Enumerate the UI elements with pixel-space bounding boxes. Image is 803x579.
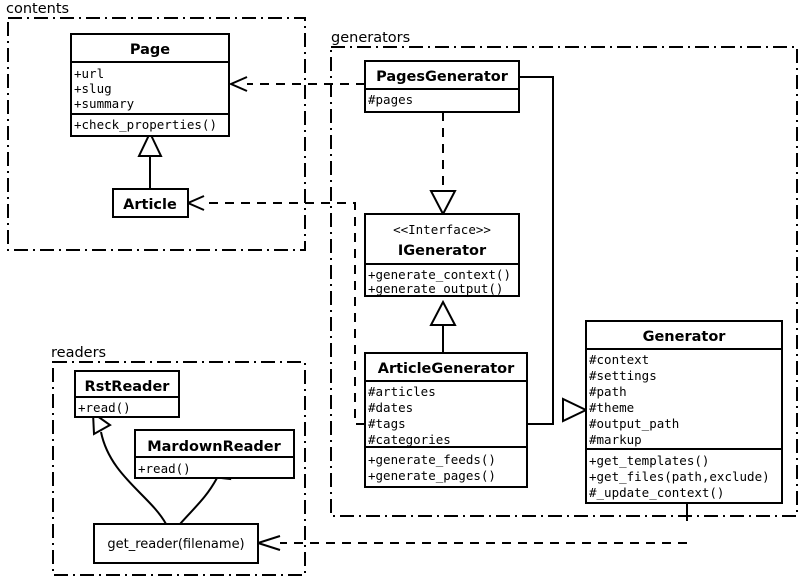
package-generators: generators (330, 30, 798, 517)
class-rst-reader[interactable]: RstReader +read() (74, 370, 180, 418)
class-pages-generator-name: PagesGenerator (376, 69, 509, 85)
class-article-generator-attribute: #articles (368, 384, 436, 399)
edge-generator-to-getreader (254, 503, 688, 551)
class-article-box (112, 188, 189, 218)
class-pages-generator-box (364, 60, 520, 113)
class-generator-method: +get_templates() (589, 453, 709, 468)
class-igenerator[interactable]: <<Interface>> IGenerator +generate_conte… (364, 213, 520, 297)
class-article-generator-method: +generate_feeds() (368, 452, 496, 467)
edge-gen-getreader-arrowhead (254, 535, 281, 551)
class-mardown-reader[interactable]: MardownReader +read() (134, 429, 295, 479)
edge-articlegenerator-to-article (185, 195, 365, 425)
edge-ag-ig-arrowhead (429, 299, 457, 326)
edge-generators-to-generator (519, 76, 589, 425)
function-get-reader[interactable]: get_reader(filename) (93, 523, 259, 564)
edge-pg-page-arrowhead (228, 76, 248, 92)
edge-getreader-md-curve (179, 477, 218, 525)
class-mardown-reader-method: +read() (138, 461, 191, 476)
class-generator[interactable]: Generator #context #settings #path #them… (585, 320, 783, 504)
edge-pg-ig-arrowhead (429, 190, 457, 217)
package-contents-label: contents (6, 1, 69, 17)
edge-ag-article-line (204, 202, 365, 425)
class-rst-reader-name: RstReader (85, 379, 171, 395)
class-pages-generator-attribute: #pages (368, 92, 413, 107)
class-article[interactable]: Article (112, 188, 189, 218)
class-page-attribute: +url (74, 66, 104, 81)
class-mardown-reader-name: MardownReader (147, 439, 281, 455)
class-article-generator-name: ArticleGenerator (378, 361, 515, 377)
class-generator-attribute: #path (589, 384, 627, 399)
class-generator-attribute: #settings (589, 368, 657, 383)
class-page-attribute: +slug (74, 81, 112, 96)
package-contents: contents (6, 1, 306, 251)
edge-pg-gen-line (519, 76, 554, 410)
class-rst-reader-method: +read() (78, 400, 131, 415)
edge-pagesgenerator-to-igenerator (429, 112, 457, 217)
class-pages-generator[interactable]: PagesGenerator #pages (364, 60, 520, 113)
package-readers-border (52, 361, 306, 576)
class-rst-reader-box (74, 370, 180, 418)
edge-getreader-to-rstreader (91, 411, 167, 525)
edge-getreader-rst-arrowhead (91, 411, 112, 436)
edge-ag-gen-line (527, 410, 554, 425)
class-article-generator-attribute: #categories (368, 432, 451, 447)
class-page-name: Page (130, 42, 170, 58)
class-igenerator-name: IGenerator (398, 243, 487, 259)
class-page-attribute: +summary (74, 96, 135, 111)
package-readers-label: readers (51, 345, 106, 361)
edge-pagesgenerator-to-page (228, 76, 365, 92)
class-generator-method: +get_files(path,exclude) (589, 469, 770, 484)
class-generator-attribute: #output_path (589, 416, 679, 431)
class-page-box (70, 33, 230, 137)
edge-generator-arrowhead (562, 397, 589, 423)
class-generator-attribute: #markup (589, 432, 642, 447)
class-generator-name: Generator (643, 329, 727, 345)
class-article-name: Article (123, 197, 177, 213)
function-get-reader-label: get_reader(filename) (107, 537, 244, 552)
class-generator-attribute: #context (589, 352, 649, 367)
edge-article-to-page (137, 130, 163, 189)
class-article-generator-attribute: #tags (368, 416, 406, 431)
package-generators-label: generators (331, 30, 410, 46)
function-get-reader-box (93, 523, 259, 564)
class-article-generator[interactable]: ArticleGenerator #articles #dates #tags … (364, 352, 528, 488)
edge-articlegenerator-to-igenerator (429, 299, 457, 353)
class-generator-box (585, 320, 783, 504)
package-readers: readers (51, 345, 306, 576)
class-article-generator-box (364, 352, 528, 488)
class-article-generator-method: +generate_pages() (368, 468, 496, 483)
class-igenerator-method: +generate_output() (368, 281, 503, 296)
class-article-generator-attribute: #dates (368, 400, 413, 415)
edge-ag-article-arrowhead (185, 195, 205, 211)
package-contents-border (7, 17, 306, 251)
class-igenerator-box (364, 213, 520, 297)
class-page[interactable]: Page +url +slug +summary +check_properti… (70, 33, 230, 137)
class-mardown-reader-box (134, 429, 295, 479)
class-generator-attribute: #theme (589, 400, 634, 415)
class-generator-method: #_update_context() (589, 485, 724, 500)
edge-article-page-arrowhead (137, 130, 163, 157)
class-page-method: +check_properties() (74, 117, 217, 132)
class-igenerator-stereotype: <<Interface>> (393, 222, 491, 237)
class-igenerator-method: +generate_context() (368, 267, 511, 282)
edge-getreader-rst-curve (100, 431, 167, 525)
